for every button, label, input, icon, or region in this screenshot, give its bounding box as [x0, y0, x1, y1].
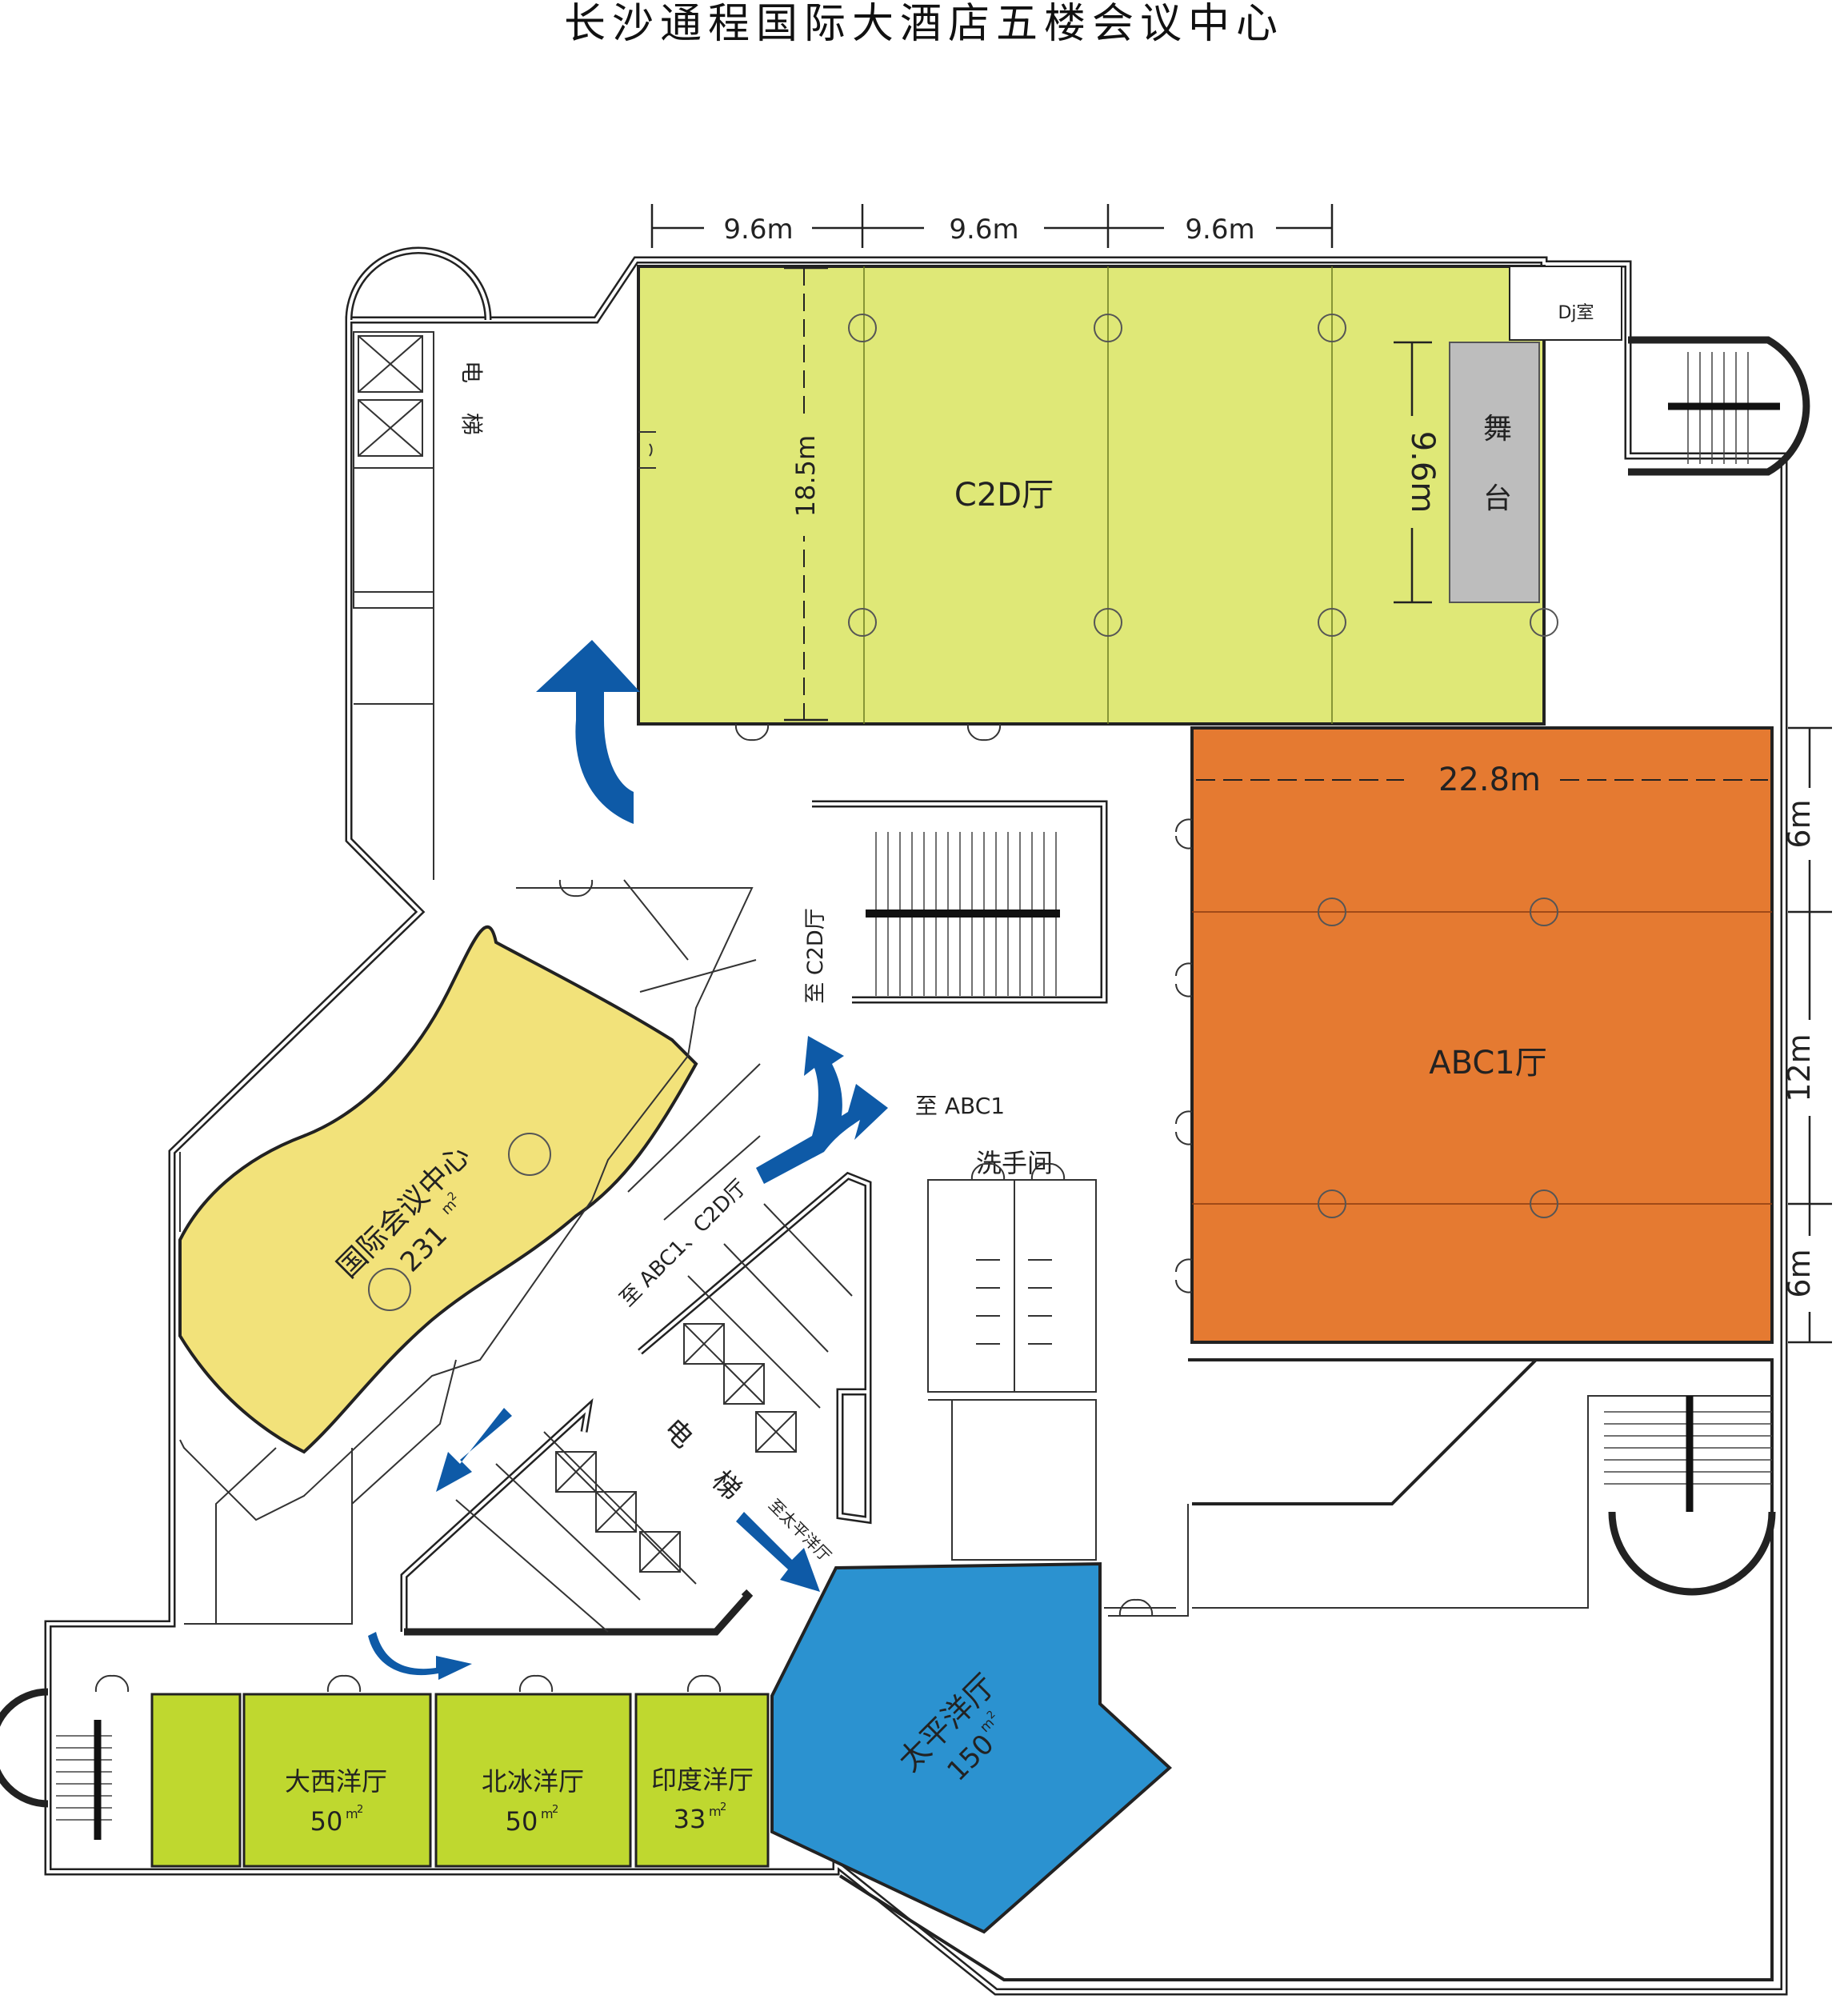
- direction-arrow-icon: [736, 1512, 820, 1592]
- abc1-hall: 22.8m ABC1厅: [1175, 726, 1774, 1344]
- to-c2d-label: 至 C2D厅: [803, 908, 828, 1003]
- page-title: 长沙通程国际大酒店五楼会议中心: [563, 0, 1284, 48]
- indian-hall-label: 印度洋厅: [651, 1765, 754, 1795]
- column-icon: [1094, 608, 1122, 637]
- to-abc1-label: 至 ABC1: [915, 1093, 1005, 1119]
- stage-label-2: 台: [1483, 482, 1512, 515]
- stage: [1449, 342, 1540, 603]
- dim-abc1-seg2: 12m: [1782, 1033, 1817, 1101]
- elevator-icon: [358, 399, 423, 457]
- elevator-icon: [358, 335, 423, 393]
- arctic-hall: [434, 1693, 632, 1868]
- door-icon: [638, 431, 656, 469]
- indian-hall-area: 33: [674, 1804, 706, 1834]
- dj-room-label: Dj室: [1558, 303, 1594, 323]
- indian-hall-unit: m: [709, 1804, 722, 1819]
- c2d-hall-label: C2D厅: [954, 477, 1054, 514]
- dim-stage-width: 9.6m: [1404, 431, 1441, 514]
- dim-abc1-width: 22.8m: [1438, 762, 1541, 798]
- abc1-hall-area: [1190, 726, 1774, 1344]
- dim-c2d-top-3: 9.6m: [1185, 214, 1254, 246]
- atlantic-hall: [242, 1693, 432, 1868]
- door-icon: [1175, 962, 1193, 998]
- elevator-mid-label-1: 电: [658, 1413, 699, 1454]
- door-icon: [1175, 1110, 1193, 1145]
- to-abc1-c2d-label: 至 ABC1、C2D厅: [615, 1175, 751, 1311]
- dim-abc1-seg3: 6m: [1782, 1249, 1817, 1297]
- column-icon: [848, 314, 877, 342]
- column-icon: [368, 1268, 411, 1311]
- arctic-hall-label: 北冰洋厅: [482, 1766, 584, 1797]
- direction-arrows: [368, 640, 888, 1680]
- elevator-top-label-2: 梯: [458, 413, 485, 435]
- atlantic-hall-area: 50: [310, 1806, 343, 1837]
- column-icon: [1318, 608, 1346, 637]
- column-icon: [1530, 1189, 1558, 1218]
- elevator-icon: [555, 1323, 797, 1573]
- dim-c2d-height: 18.5m: [790, 435, 821, 517]
- pacific-hall: 太平洋厅 150 m 2: [770, 1504, 1189, 1934]
- c2d-dimensions: 9.6m 9.6m 9.6m 18.5m 9.6m: [650, 204, 1441, 722]
- intl-conference-area: [178, 925, 698, 1454]
- stair-icon: [866, 832, 1060, 996]
- center-stair: [812, 800, 1108, 1004]
- door-icon: [1175, 1258, 1193, 1293]
- atlantic-hall-unit: m: [346, 1806, 358, 1821]
- left-service-area: 电 梯: [353, 331, 485, 880]
- bottom-left-stair: [56, 1720, 112, 1840]
- column-icon: [1318, 314, 1346, 342]
- column-icon: [1530, 898, 1558, 926]
- indian-hall-sup: 2: [720, 1801, 726, 1813]
- column-icon: [1094, 314, 1122, 342]
- pacific-hall-area: [770, 1561, 1172, 1934]
- indian-hall: [634, 1693, 770, 1868]
- c2d-hall: 舞 台 C2D厅 Dj室: [637, 265, 1622, 742]
- column-icon: [508, 1133, 551, 1176]
- door-icon: [1175, 818, 1193, 850]
- elevator-top-label-1: 电: [458, 361, 485, 383]
- direction-arrow-icon: [756, 1036, 888, 1184]
- direction-arrow-icon: [536, 640, 640, 824]
- stage-label-1: 舞: [1483, 413, 1512, 446]
- abc1-hall-label: ABC1厅: [1429, 1045, 1546, 1081]
- arctic-hall-sup: 2: [552, 1804, 558, 1816]
- atlantic-hall-label: 大西洋厅: [285, 1766, 387, 1797]
- direction-arrow-icon: [368, 1632, 472, 1680]
- door-icon: [94, 879, 1154, 1693]
- right-bottom-stair: [1604, 1396, 1776, 1596]
- column-icon: [1318, 898, 1346, 926]
- column-icon: [1318, 1189, 1346, 1218]
- dim-c2d-top-1: 9.6m: [723, 214, 793, 246]
- dim-abc1-seg1: 6m: [1782, 799, 1817, 848]
- door-icon: [734, 723, 770, 742]
- outer-walls: [0, 246, 1810, 1996]
- small-halls: 大西洋厅 50 m 2 北冰洋厅 50 m 2 印度洋厅 33 m 2: [150, 1693, 770, 1868]
- arctic-hall-area: 50: [506, 1806, 538, 1837]
- washroom: 洗手间: [927, 1148, 1097, 1561]
- direction-arrow-icon: [436, 1408, 512, 1492]
- door-icon: [966, 723, 1002, 742]
- arctic-hall-unit: m: [541, 1806, 554, 1821]
- atlantic-hall-sup: 2: [357, 1804, 363, 1816]
- elevator-mid-label-2: 梯: [706, 1465, 747, 1506]
- abc1-dimensions: 6m 12m 6m: [1782, 726, 1832, 1344]
- right-top-stair: [1668, 352, 1780, 464]
- intl-conference-center: 国际会议中心 231 m 2: [178, 879, 761, 1625]
- column-icon: [1530, 608, 1558, 637]
- dim-c2d-top-2: 9.6m: [949, 214, 1018, 246]
- column-icon: [848, 608, 877, 637]
